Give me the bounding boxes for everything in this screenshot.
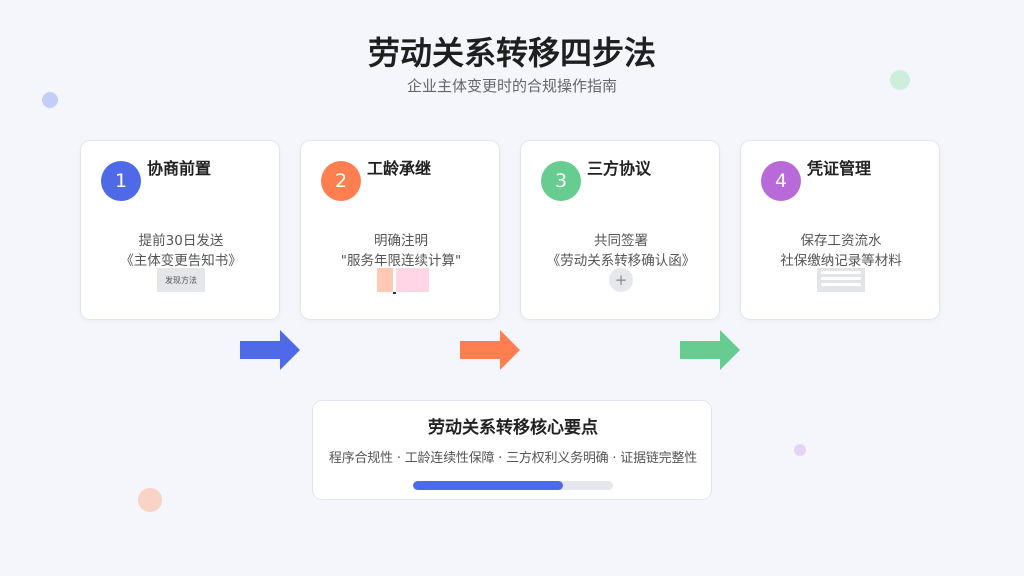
step-desc-line1: 保存工资流水 [800, 233, 882, 249]
arrow-right-icon [680, 330, 740, 370]
decor-dot-orange [138, 488, 162, 512]
step-title: 工龄承继 [367, 159, 432, 178]
step-number-badge: 1 [101, 161, 141, 201]
page-subtitle: 企业主体变更时的合规操作指南 [406, 77, 617, 95]
arrow-right-icon [460, 330, 520, 370]
arrow-shape [240, 330, 300, 370]
summary-points: 程序合规性 · 工龄连续性保障 · 三方权利义务明确 · 证据链完整性 [328, 451, 698, 466]
decor-dot-purple [794, 444, 806, 456]
step-number-badge: 4 [761, 161, 801, 201]
step-description: 明确注明 "服务年限连续计算" [301, 231, 501, 269]
plus-icon[interactable]: + [609, 268, 633, 292]
progress-bar [413, 481, 613, 490]
document-icon [817, 268, 865, 292]
page-title: 劳动关系转移四步法 [367, 34, 656, 72]
step-desc-line2: 《主体变更告知书》 [120, 253, 242, 269]
step-card-1: 1 协商前置 提前30日发送 《主体变更告知书》 发现方法 [80, 140, 280, 320]
arrow-shape [680, 330, 740, 370]
color-block-orange [377, 268, 393, 292]
summary-card: 劳动关系转移核心要点 程序合规性 · 工龄连续性保障 · 三方权利义务明确 · … [312, 400, 712, 500]
step-title: 三方协议 [587, 159, 652, 178]
step-desc-line2: 社保缴纳记录等材料 [780, 253, 902, 269]
step-description: 提前30日发送 《主体变更告知书》 [81, 231, 281, 269]
step-title: 凭证管理 [807, 159, 872, 178]
step-card-2: 2 工龄承继 明确注明 "服务年限连续计算" [300, 140, 500, 320]
step-desc-line1: 共同签署 [594, 233, 648, 249]
text-cursor-icon [393, 266, 396, 294]
step-description: 共同签署 《劳动关系转移确认函》 [521, 231, 721, 269]
step-title: 协商前置 [147, 159, 212, 178]
decor-dot-blue [42, 92, 58, 108]
arrow-right-icon [240, 330, 300, 370]
image-placeholder: 发现方法 [157, 268, 205, 292]
step-card-4: 4 凭证管理 保存工资流水 社保缴纳记录等材料 [740, 140, 940, 320]
step-description: 保存工资流水 社保缴纳记录等材料 [741, 231, 941, 269]
step-card-3: 3 三方协议 共同签署 《劳动关系转移确认函》 + [520, 140, 720, 320]
color-block-pink [396, 268, 429, 292]
step-desc-line2: "服务年限连续计算" [340, 253, 462, 269]
summary-title: 劳动关系转移核心要点 [428, 418, 598, 438]
arrow-shape [460, 330, 520, 370]
step-number-badge: 3 [541, 161, 581, 201]
step-desc-line1: 提前30日发送 [138, 233, 224, 249]
progress-fill [413, 481, 563, 490]
step-number-badge: 2 [321, 161, 361, 201]
step-desc-line1: 明确注明 [374, 233, 428, 249]
decor-dot-green [890, 70, 910, 90]
step-desc-line2: 《劳动关系转移确认函》 [546, 253, 696, 269]
